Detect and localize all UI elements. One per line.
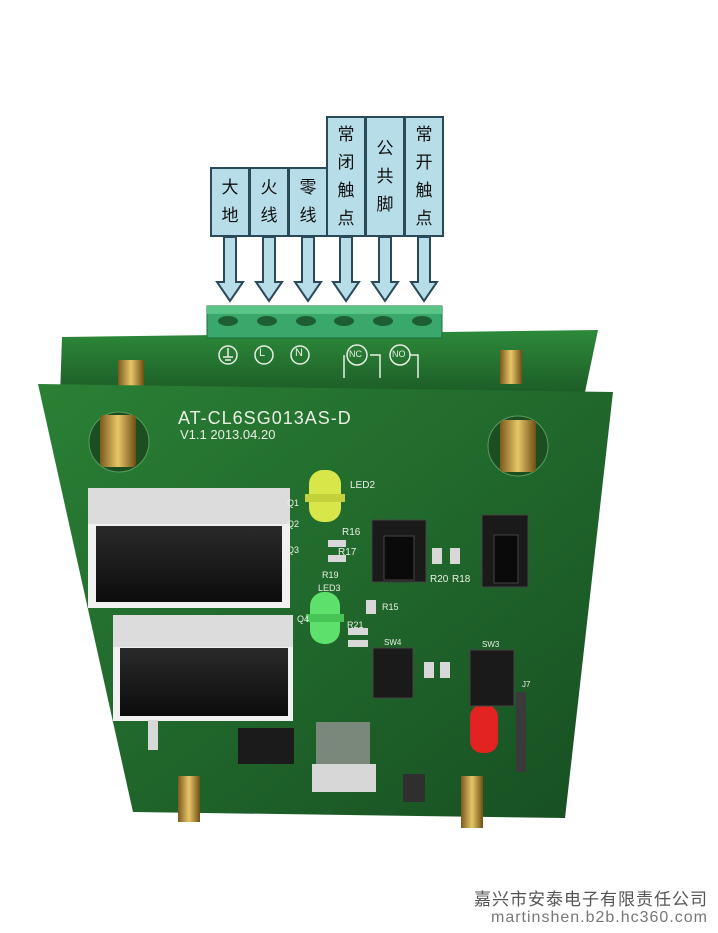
label-ground-line1: 大 [221, 178, 239, 198]
j7-label: J7 [522, 680, 531, 689]
label-nc-line2: 闭 [337, 152, 355, 173]
sw3-label: SW3 [482, 640, 500, 649]
label-no-line1: 常 [415, 124, 433, 145]
board-version: V1.1 2013.04.20 [180, 427, 276, 442]
arrow-ground [215, 236, 245, 303]
r18-label: R18 [452, 574, 471, 585]
arrow-group [215, 236, 439, 303]
company-name: 嘉兴市安泰电子有限责任公司 [474, 890, 708, 910]
terminal-n: N [295, 347, 303, 359]
q4-label: Q4 [297, 614, 310, 624]
label-neutral-line2: 线 [299, 206, 317, 226]
led2-label: LED2 [350, 480, 376, 491]
display-bottom [113, 615, 293, 721]
arrow-no [409, 236, 439, 303]
label-normally-open: 常 开 触 点 [404, 116, 444, 237]
label-com-line1: 公 [376, 138, 394, 159]
r16-label: R16 [342, 527, 361, 538]
r15-label: R15 [382, 602, 399, 612]
label-com-line3: 脚 [376, 194, 394, 215]
q1-label: Q1 [287, 498, 300, 508]
board-model: AT-CL6SG013AS-D [178, 408, 352, 428]
terminal-symbols [218, 344, 419, 378]
led-yellow [305, 470, 345, 522]
header-pins [516, 692, 526, 772]
arrow-neutral [293, 236, 323, 303]
led3-label: LED3 [318, 583, 341, 593]
r20-label: R20 [430, 574, 449, 585]
led-green [306, 592, 344, 644]
r19-label: R19 [322, 570, 339, 580]
led-red [470, 705, 498, 753]
arrow-nc [331, 236, 361, 303]
label-ground: 大 地 [210, 167, 250, 237]
terminal-no: NO [392, 349, 406, 359]
tact-switches [371, 514, 529, 707]
website-url: martinshen.b2b.hc360.com [491, 909, 708, 926]
r17-label: R17 [338, 547, 357, 558]
label-neutral: 零 线 [288, 167, 328, 237]
label-nc-line3: 触 [337, 180, 355, 201]
back-pcb [60, 330, 598, 396]
label-neutral-line1: 零 [299, 178, 317, 198]
r21-label: R21 [347, 620, 364, 630]
ic-chip [238, 728, 294, 764]
sw4-label: SW4 [384, 638, 402, 647]
terminal-block [206, 305, 443, 339]
label-no-line3: 触 [415, 180, 433, 201]
label-no-line4: 点 [415, 208, 433, 229]
label-ground-line2: 地 [221, 206, 239, 226]
q2-label: Q2 [287, 519, 300, 529]
label-live-line1: 火 [260, 178, 278, 198]
label-nc-line1: 常 [337, 124, 355, 145]
pcb-illustration [38, 236, 613, 828]
terminal-l: L [259, 347, 266, 359]
arrow-com [370, 236, 400, 303]
q3-label: Q3 [287, 545, 300, 555]
label-live-line2: 线 [260, 206, 278, 226]
arrow-live [254, 236, 284, 303]
label-com-line2: 共 [376, 166, 394, 187]
label-nc-line4: 点 [337, 208, 355, 229]
display-top [88, 488, 290, 608]
label-no-line2: 开 [415, 152, 433, 173]
terminal-nc: NC [349, 349, 362, 359]
